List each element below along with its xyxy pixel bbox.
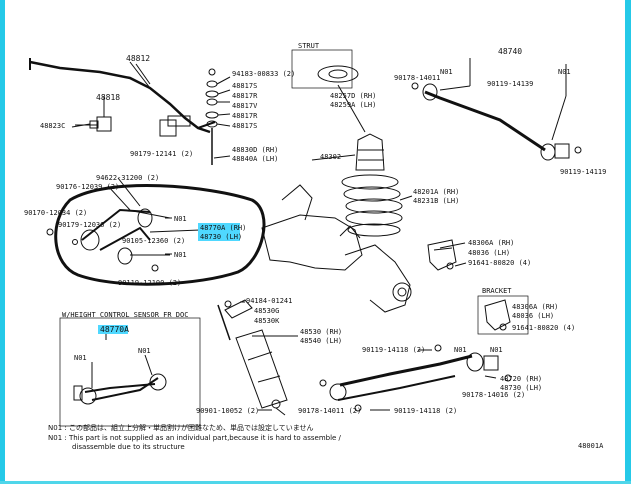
- label-48259: 48259A (LH): [330, 101, 376, 109]
- label-48036-b: 48036 (LH): [512, 312, 554, 320]
- label-n01-g: N01: [454, 346, 467, 354]
- label-part-e: 48817R: [232, 112, 258, 120]
- label-48302: 48302: [320, 153, 341, 161]
- label-n01-b: N01: [174, 251, 187, 259]
- label-n01-e: N01: [440, 68, 453, 76]
- label-48530g: 48530G: [254, 307, 279, 315]
- label-bracket: BRACKET: [482, 287, 512, 295]
- bottom-edge-band: [0, 481, 631, 484]
- label-part-c: 48817R: [232, 92, 258, 100]
- label-91641: 91641-80820 (4): [468, 259, 531, 267]
- label-90119b: 90119-14139: [487, 80, 533, 88]
- label-48770a-rh: 48770A (RH): [200, 224, 246, 232]
- label-48257: 48257D (RH): [330, 92, 376, 100]
- stabilizer-bushing: [96, 116, 112, 132]
- label-n01-f: N01: [558, 68, 571, 76]
- right-edge-band: [625, 0, 631, 484]
- label-part-d: 48817V: [232, 102, 258, 110]
- label-48830: 48830D (RH): [232, 146, 278, 154]
- label-n01-d: N01: [138, 347, 151, 355]
- label-48818: 48818: [96, 93, 120, 102]
- label-90105: 90105-12360 (2): [122, 237, 185, 245]
- label-90178c: 90178-14011 (2): [298, 407, 361, 415]
- label-48306a-b: 48306A (RH): [512, 303, 558, 311]
- label-90178b: 90178-14016 (2): [462, 391, 525, 399]
- label-part-f: 48817S: [232, 122, 257, 130]
- label-90119c: 90119-14119: [560, 168, 606, 176]
- label-48740: 48740: [498, 47, 522, 56]
- label-48201: 48201A (RH): [413, 188, 459, 196]
- hand-drawn-circle: [54, 184, 266, 286]
- label-part-a: 94183-00833 (2): [232, 70, 295, 78]
- label-n01-a: N01: [174, 215, 187, 223]
- label-94184: 94184-01241: [246, 297, 292, 305]
- label-91641-b: 91641-80820 (4): [512, 324, 575, 332]
- note-english-cont: disassemble due to its structure: [72, 443, 185, 451]
- label-90176: 90176-12039 (2): [56, 183, 119, 191]
- label-90179b: 90179-12036 (2): [58, 221, 121, 229]
- label-90179: 90179-12141 (2): [130, 150, 193, 158]
- label-94622: 94622-31200 (2): [96, 174, 159, 182]
- label-strut: STRUT: [298, 42, 320, 50]
- lower-control-arm: [339, 354, 473, 387]
- label-48540: 48540 (LH): [300, 337, 342, 345]
- label-48720: 48720 (RH): [500, 375, 542, 383]
- label-48812: 48812: [126, 54, 150, 63]
- label-48730: 48730 (LH): [500, 384, 542, 392]
- highlight-rh: [198, 223, 240, 232]
- note-english: N01 : This part is not supplied as an in…: [48, 434, 342, 442]
- label-48306a: 48306A (RH): [468, 239, 514, 247]
- shock-absorber: [235, 329, 288, 409]
- label-90119d: 90119-14118 (2): [362, 346, 425, 354]
- note-japanese: N01 : この部品は、組立上分解・単品割けが困難なため、単品では設定していませ…: [48, 423, 314, 432]
- label-48530: 48530 (RH): [300, 328, 342, 336]
- sensor-inset-box: [59, 317, 201, 427]
- label-n01-c: N01: [74, 354, 87, 362]
- label-height-control: W/HEIGHT CONTROL SENSOR FR DOC: [62, 311, 188, 319]
- left-edge-band: [0, 0, 5, 484]
- label-90119e: 90119-14118 (2): [394, 407, 457, 415]
- label-90170: 90170-12034 (2): [24, 209, 87, 217]
- highlight-48770: [98, 325, 128, 334]
- label-48530k: 48530K: [254, 317, 280, 325]
- label-48840: 48840A (LH): [232, 155, 278, 163]
- label-90119: 90119-12100 (2): [118, 279, 181, 287]
- highlight-lh: [198, 232, 240, 241]
- label-48036: 48036 (LH): [468, 249, 510, 257]
- label-48231: 48231B (LH): [413, 197, 459, 205]
- label-90178: 90178-14011: [394, 74, 440, 82]
- label-part-b: 48817S: [232, 82, 257, 90]
- label-48823c: 48823C: [40, 122, 65, 130]
- label-n01-h: N01: [490, 346, 503, 354]
- lateral-control-rod: [424, 90, 546, 152]
- label-90901: 90901-10052 (2): [196, 407, 259, 415]
- label-48770a: 48770A: [100, 325, 129, 334]
- label-48730-lh: 48730 (LH): [200, 233, 242, 241]
- figure-number: 48001A: [578, 442, 604, 450]
